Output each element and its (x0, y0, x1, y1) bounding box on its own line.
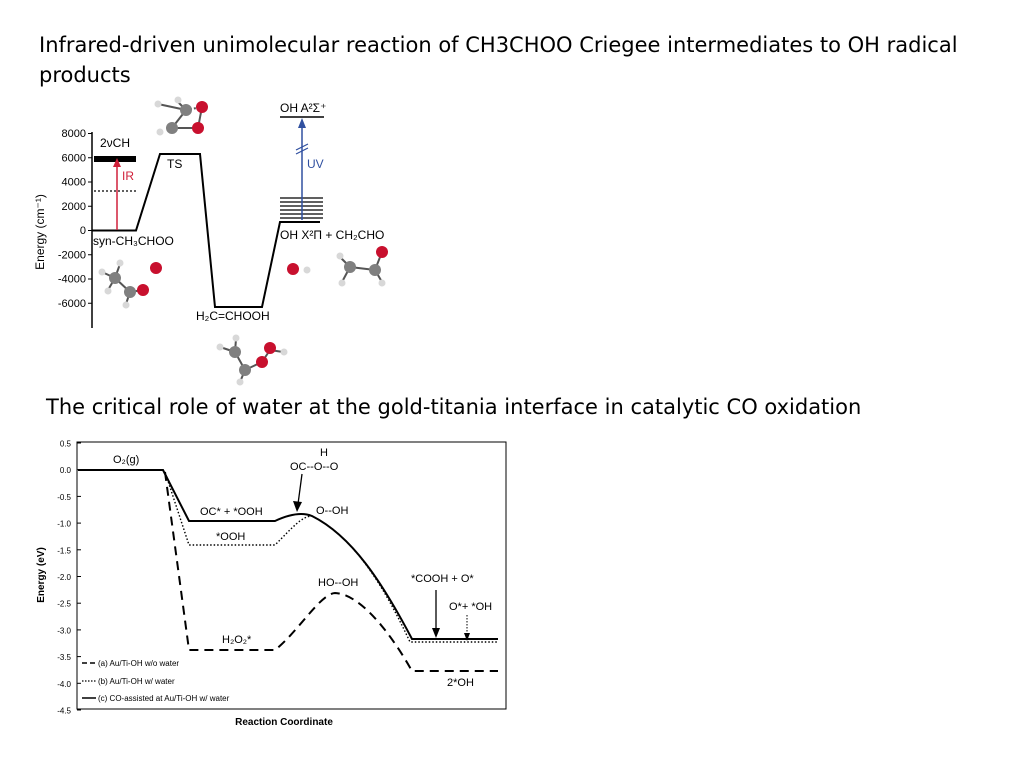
legend-label-a: (a) Au/Ti-OH w/o water (98, 659, 179, 668)
slide-title-bottom: The critical role of water at the gold-t… (46, 395, 862, 419)
y-axis-label: Energy (cm⁻¹) (33, 194, 47, 270)
slide-title-top: Infrared-driven unimolecular reaction of… (39, 33, 958, 87)
curve-co-assisted (78, 469, 498, 640)
ooh-label: *OOH (216, 531, 245, 543)
y-tick-label: 0 (80, 225, 86, 237)
o-oh-label: O--OH (316, 505, 348, 517)
uv-arrowhead (298, 118, 306, 128)
y-tick-label: 2000 (62, 201, 86, 213)
y-tick-label: 4000 (62, 177, 86, 189)
overtone-level-band (94, 156, 136, 162)
products-label: OH X²Π + CH₂CHO (280, 228, 384, 242)
y-tick-label: 8000 (62, 128, 86, 140)
x-axis-label: Reaction Coordinate (235, 717, 333, 728)
y-tick-label: -2000 (58, 249, 86, 261)
h2o2-label: H₂O₂* (222, 634, 252, 646)
o2g-label: O₂(g) (113, 454, 139, 466)
oc-ooh-label: OC* + *OOH (200, 506, 263, 518)
y-tick-label: -3.0 (57, 626, 71, 635)
o-oh-star-label: O*+ *OH (449, 601, 492, 613)
ts-molecule-image (154, 96, 208, 136)
cooh-arrowhead (432, 628, 440, 638)
axis-break-mark (295, 143, 309, 151)
overtone-label: 2νCH (100, 136, 130, 150)
y-tick-label: -1.5 (57, 546, 71, 555)
y-tick-label: -6000 (58, 298, 86, 310)
curve-without-water (164, 471, 498, 672)
y-tick-label: -4.5 (57, 707, 71, 716)
intermediate-molecule-image (216, 334, 288, 386)
y-tick-label: -4.0 (57, 680, 71, 689)
y-tick-label: 6000 (62, 152, 86, 164)
y-axis-label: Energy (eV) (36, 547, 47, 603)
reactant-label: syn-CH₃CHOO (93, 234, 174, 248)
y-tick-label: 0.0 (60, 466, 72, 475)
oc-o-o-label: OC--O--O (290, 461, 339, 473)
y-tick-label: -0.5 (57, 493, 71, 502)
legend: (a) Au/Ti-OH w/o water (b) Au/Ti-OH w/ w… (82, 659, 230, 703)
two-oh-label: 2*OH (447, 677, 474, 689)
plot-frame (76, 441, 507, 710)
intermediate-label: H₂C=CHOOH (196, 309, 270, 323)
ir-arrowhead (113, 158, 121, 167)
uv-label: UV (307, 157, 324, 171)
reaction-energy-profile (92, 153, 320, 308)
oh-a-label: OH A²Σ⁺ (280, 101, 326, 115)
legend-label-b: (b) Au/Ti-OH w/ water (98, 677, 175, 686)
y-tick-label: -4000 (58, 274, 86, 286)
ho-oh-label: HO--OH (318, 577, 358, 589)
y-axis-ticks: 8000 6000 4000 2000 0 -2000 -4000 -6000 (58, 128, 92, 310)
legend-label-c: (c) CO-assisted at Au/Ti-OH w/ water (98, 694, 230, 703)
co-oxidation-energy-diagram: 0.5 0.0 -0.5 -1.0 -1.5 -2.0 -2.5 -3.0 -3.5 -4.0 -4… (36, 440, 507, 728)
y-axis-ticks: 0.5 0.0 -0.5 -1.0 -1.5 -2.0 -2.5 -3.0 -3.5 -4.0 -4… (57, 440, 81, 716)
y-tick-label: -3.5 (57, 653, 71, 662)
y-tick-label: -2.0 (57, 573, 71, 582)
o-oh-star-arrowhead (464, 633, 470, 641)
reactant-molecule-image (98, 259, 162, 309)
y-tick-label: 0.5 (60, 440, 72, 449)
criegee-energy-diagram: 8000 6000 4000 2000 0 -2000 -4000 -6000 Energy … (33, 96, 388, 386)
ir-label: IR (122, 169, 134, 183)
y-tick-label: -2.5 (57, 600, 71, 609)
ts-label: TS (167, 157, 182, 171)
cooh-o-label: *COOH + O* (411, 573, 474, 585)
ts-pointer-arrow (297, 473, 303, 505)
oh-molecule-image (287, 263, 311, 275)
y-tick-label: -1.0 (57, 520, 71, 529)
ts-pointer-arrowhead (293, 501, 302, 512)
curve-with-water (164, 471, 498, 643)
vinoxy-molecule-image (336, 246, 388, 287)
h-label: H (320, 447, 328, 459)
